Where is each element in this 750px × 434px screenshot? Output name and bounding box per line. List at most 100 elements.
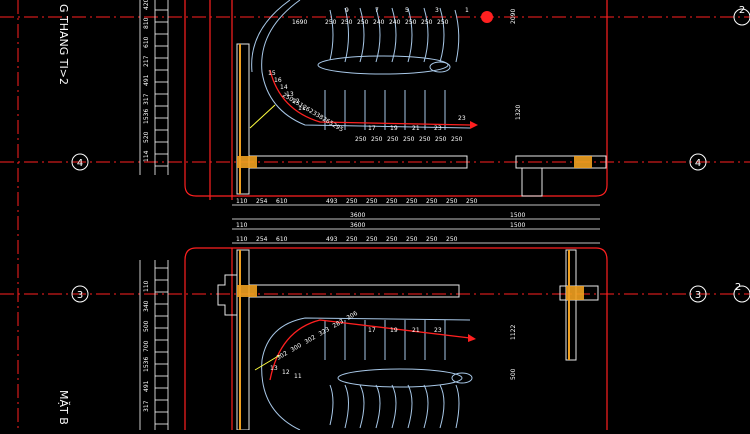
left-dim-top: 420	[143, 0, 150, 10]
mid-dim-row1: 250	[426, 198, 438, 205]
tread-mark-bottom: 17	[368, 327, 376, 334]
tread-mark-bottom: 21	[412, 327, 420, 334]
tread-value-top: 250	[371, 136, 383, 143]
left-dim-top: 114	[143, 150, 150, 162]
tread-value-top: 250	[355, 136, 367, 143]
mid-dim-row2: 250	[366, 236, 378, 243]
leader-lower	[254, 354, 281, 371]
tread-value-top: 250	[387, 136, 399, 143]
axis-bubble-2-bottom	[733, 285, 750, 303]
mid-dim-row2: 250	[406, 236, 418, 243]
left-dim-top: 810	[143, 17, 150, 29]
walk-arrow-lower	[468, 334, 476, 342]
left-dim-top: 217	[143, 55, 150, 67]
axis-label-4-left: 4	[77, 158, 83, 169]
mid-dim-row1: 250	[406, 198, 418, 205]
mid-dim-row2: 250	[386, 236, 398, 243]
step-mark-top: 3	[435, 7, 439, 14]
curve-value-bottom: 306	[346, 310, 360, 322]
mid-dim-row1: 493	[326, 198, 338, 205]
step-mark-top: 7	[375, 7, 379, 14]
step-value-top: 250	[421, 19, 433, 26]
mid-dim-row1: 250	[466, 198, 478, 205]
curve-step-top: 16	[274, 77, 282, 84]
axis-bubble-3-left	[71, 285, 89, 303]
left-dim-top: 520	[143, 131, 150, 143]
mid-dim-row1: 250	[366, 198, 378, 205]
curve-value-bottom: 323	[318, 326, 332, 338]
tread-value-top: 250	[419, 136, 431, 143]
mid-right2: 1500	[510, 222, 525, 229]
walk-arrow-upper	[470, 121, 478, 129]
tread-value-top: 250	[435, 136, 447, 143]
curve-value-bottom: 300	[290, 342, 304, 354]
walk-line-lower	[269, 319, 471, 381]
left-dim-bottom: 500	[143, 320, 150, 332]
curve-step-bottom: 13	[270, 365, 278, 372]
curve-value-bottom: 302	[304, 334, 318, 346]
title-lower: MẶT B	[57, 390, 70, 425]
left-dim-bottom: 1536	[143, 357, 150, 372]
lower-stair	[261, 317, 473, 431]
axis-bubble-3-right	[689, 285, 707, 303]
curve-value-top: 265	[321, 116, 335, 128]
mid-dim-row2: 250	[426, 236, 438, 243]
left-dim-bottom: 110	[143, 280, 150, 292]
step-value-top: 250	[341, 19, 353, 26]
ladder-ticks	[155, 9, 168, 425]
left-dim-bottom: 340	[143, 300, 150, 312]
mid-extra: 110	[236, 222, 248, 229]
mid-dim-row2: 250	[346, 236, 358, 243]
dim-top-c: 1320	[515, 105, 522, 120]
step-value-top: 250	[437, 19, 449, 26]
tread-mark-top-end: 23	[458, 115, 466, 122]
axis-label-2-top: 2	[739, 5, 745, 16]
tread-value-top: 250	[403, 136, 415, 143]
left-dim-top: 610	[143, 36, 150, 48]
step-mark-top: 1	[465, 7, 469, 14]
mid-dim-row2: 110	[236, 236, 248, 243]
curve-value-top: 262	[301, 104, 315, 116]
mid-dim-row1: 110	[236, 198, 248, 205]
step-value-top: 240	[389, 19, 401, 26]
axis-bubble-4-left	[71, 153, 89, 171]
mid-dim-row2: 493	[326, 236, 338, 243]
mid-dim-row1: 250	[446, 198, 458, 205]
curve-step-top: 14	[280, 84, 288, 91]
mid-dim-row1: 250	[386, 198, 398, 205]
step-value-top: 250	[325, 19, 337, 26]
curve-step-top: 15	[268, 70, 276, 77]
tread-mark-top: 17	[368, 125, 376, 132]
dim-top-b: 2090	[510, 9, 517, 24]
mid-dim-row2: 254	[256, 236, 268, 243]
dim-top-a: 1690	[292, 19, 307, 26]
curve-step-bottom: 12	[282, 369, 290, 376]
step-value-top: 250	[357, 19, 369, 26]
curve-step-top: 11	[298, 105, 306, 112]
title-upper: G THANG TI>2	[57, 4, 70, 85]
mid-total1: 3600	[350, 212, 365, 219]
dim-bottom-right: 1122	[510, 325, 517, 340]
step-value-top: 250	[405, 19, 417, 26]
mid-dim-lines	[232, 204, 600, 244]
curve-value-bottom: 283	[332, 318, 346, 330]
left-dim-top: 1536	[143, 109, 150, 124]
curve-step-top: 13	[286, 91, 294, 98]
tread-mark-bottom: 19	[390, 327, 398, 334]
mid-dim-row1: 254	[256, 198, 268, 205]
left-dim-top: 317	[143, 93, 150, 105]
axis-label-2-bottom: 2	[735, 282, 741, 293]
mid-dim-row2: 250	[446, 236, 458, 243]
axis-label-3-right: 3	[695, 290, 701, 301]
mid-total2: 3600	[350, 222, 365, 229]
step-mark-top: 5	[405, 7, 409, 14]
curve-value-top: 338	[311, 110, 325, 122]
curve-step-top: 12	[292, 98, 300, 105]
walk-line-upper	[269, 69, 471, 126]
curve-step-bottom: 11	[294, 373, 302, 380]
curve-value-top: 250	[281, 92, 295, 104]
hatch-walls	[239, 44, 570, 430]
tread-value-top: 250	[451, 136, 463, 143]
